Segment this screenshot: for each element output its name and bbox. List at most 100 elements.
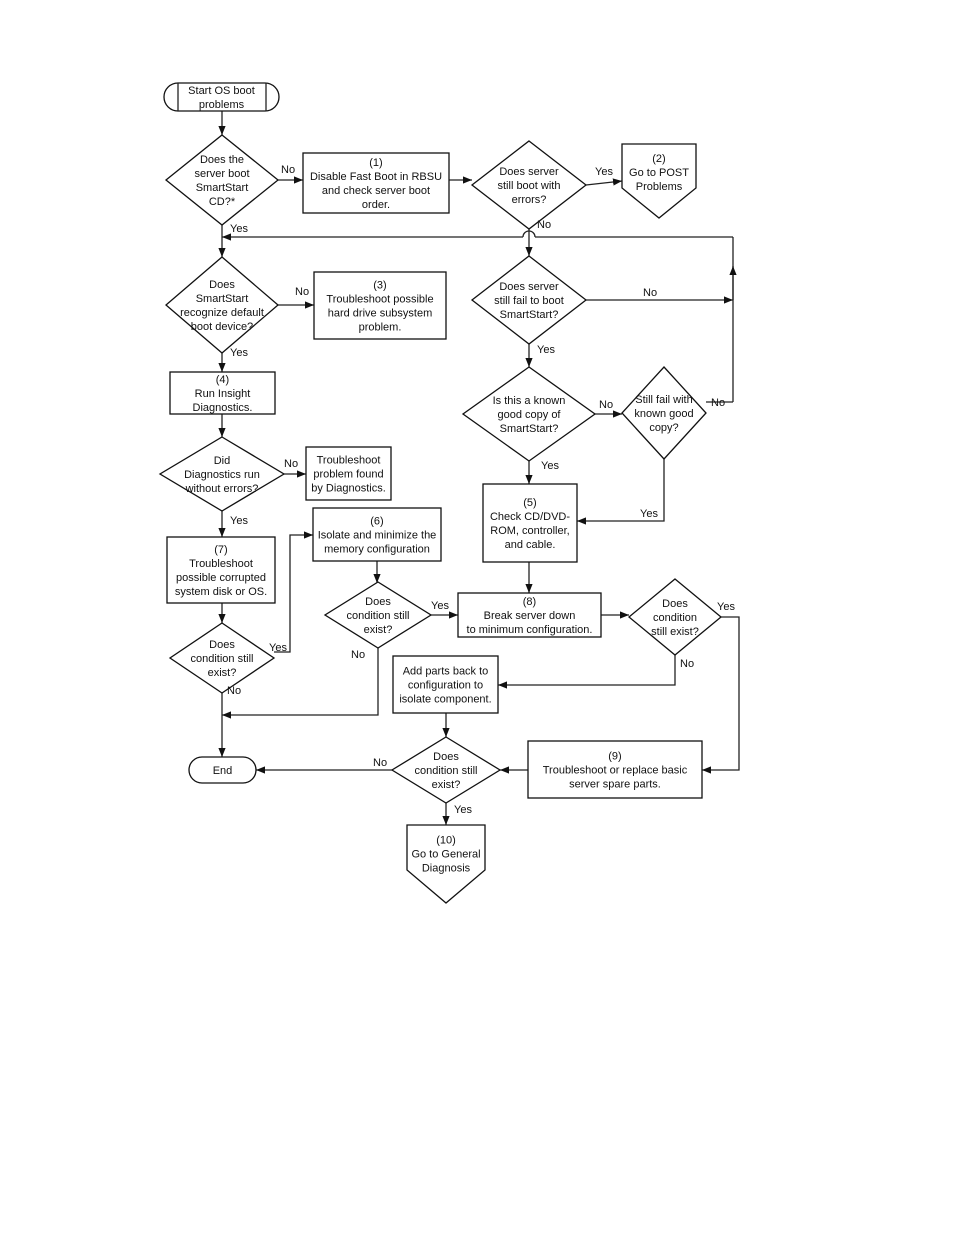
node-text-line: SmartStart? — [500, 423, 559, 435]
node-q-diag — [158, 436, 286, 512]
node-text-line: server boot — [194, 168, 249, 180]
node-step5 — [482, 483, 578, 563]
branch-label-no-fail-boot: No — [643, 287, 657, 299]
flow-arrow — [498, 655, 676, 689]
node-step1 — [302, 152, 450, 214]
terminator — [163, 82, 280, 112]
node-step9 — [527, 740, 703, 799]
node-text-line: problem found — [313, 469, 383, 481]
branch-label-yes-cond-min: Yes — [717, 601, 735, 613]
node-text-line: Add parts back to — [403, 666, 489, 678]
branch-label-yes-cond-os: Yes — [269, 642, 287, 654]
process-box — [482, 483, 578, 563]
node-add-parts — [392, 655, 499, 714]
node-text-line: CD?* — [209, 196, 236, 208]
node-text-line: Still fail with — [635, 394, 692, 406]
node-end — [188, 756, 257, 784]
node-q-recognize — [165, 256, 279, 354]
node-text-line: (7) — [214, 544, 227, 556]
node-text-line: Does the — [200, 154, 244, 166]
node-q-cond-min — [627, 578, 723, 656]
node-q-cond-final — [390, 736, 502, 804]
node-text-line: Troubleshoot — [189, 558, 253, 570]
decision-diamond — [390, 736, 502, 804]
flow-arrow — [274, 531, 313, 653]
node-text-line: Problems — [636, 181, 683, 193]
branch-label-no-cond-mem: No — [351, 649, 365, 661]
node-text-line: Check CD/DVD- — [490, 511, 570, 523]
node-text-line: Break server down — [484, 610, 576, 622]
branch-label-yes-still-fail: Yes — [640, 508, 658, 520]
node-text-line: problem. — [359, 322, 402, 334]
decision-diamond — [470, 255, 588, 345]
node-text-line: Does — [662, 598, 688, 610]
node-text-line: Run Insight — [195, 388, 251, 400]
node-text-line: still fail to boot — [494, 295, 564, 307]
branch-label-no-still-fail: No — [711, 397, 725, 409]
node-text-line: SmartStart? — [500, 309, 559, 321]
node-q-fail-boot — [470, 255, 588, 345]
node-text-line: known good — [634, 408, 693, 420]
process-box — [302, 152, 450, 214]
branch-label-no-boot-errors: No — [537, 219, 551, 231]
node-q-still-fail — [621, 366, 707, 460]
decision-diamond — [470, 140, 588, 230]
branch-label-no-cond-os: No — [227, 685, 241, 697]
node-step3 — [313, 271, 447, 340]
flow-arrow — [702, 616, 740, 774]
node-text-line: Did — [214, 455, 231, 467]
process-box — [457, 592, 602, 638]
node-text-line: memory configuration — [324, 544, 430, 556]
node-text-line: boot device? — [191, 321, 253, 333]
terminator — [188, 756, 257, 784]
flow-arrow — [585, 178, 623, 186]
node-text-line: Troubleshoot — [317, 455, 381, 467]
process-box — [169, 371, 276, 415]
node-text-line: SmartStart — [196, 182, 249, 194]
node-q-cond-mem — [323, 581, 433, 649]
node-text-line: Diagnosis — [422, 863, 471, 875]
node-text-line: Does — [209, 279, 235, 291]
node-text-line: recognize default — [180, 307, 264, 319]
node-text-line: (1) — [369, 157, 382, 169]
node-diag-problem — [305, 446, 392, 501]
process-box — [527, 740, 703, 799]
node-text-line: Troubleshoot or replace basic — [543, 765, 688, 777]
node-step2 — [621, 143, 697, 219]
branch-label-no-cond-min: No — [680, 658, 694, 670]
branch-label-yes-boot-cd: Yes — [230, 223, 248, 235]
node-text-line: configuration to — [408, 680, 483, 692]
branch-label-yes-cond-mem: Yes — [431, 600, 449, 612]
node-text-line: Does server — [499, 166, 559, 178]
branch-label-yes-known-good: Yes — [541, 460, 559, 472]
node-text-line: exist? — [432, 779, 461, 791]
node-start — [163, 82, 280, 112]
node-text-line: possible corrupted — [176, 572, 266, 584]
branch-label-no-boot-cd: No — [281, 164, 295, 176]
node-text-line: (5) — [523, 497, 536, 509]
node-text-line: still boot with — [498, 180, 561, 192]
node-text-line: order. — [362, 199, 390, 211]
node-step6 — [312, 507, 442, 562]
node-text-line: to minimum configuration. — [467, 624, 593, 636]
node-text-line: by Diagnostics. — [311, 483, 386, 495]
decision-diamond — [461, 366, 597, 462]
process-box — [313, 271, 447, 340]
node-text-line: (6) — [370, 516, 383, 528]
node-text-line: copy? — [649, 422, 678, 434]
decision-diamond — [168, 622, 276, 694]
process-box — [166, 536, 276, 604]
process-box — [392, 655, 499, 714]
decision-diamond — [621, 366, 707, 460]
node-text-line: Troubleshoot possible — [326, 294, 433, 306]
node-text-line: (10) — [436, 835, 456, 847]
node-text-line: condition still — [347, 610, 410, 622]
node-text-line: exist? — [364, 624, 393, 636]
decision-diamond — [165, 256, 279, 354]
line-hop — [522, 230, 536, 238]
node-text-line: Does — [209, 639, 235, 651]
branch-label-yes-fail-boot: Yes — [537, 344, 555, 356]
branch-label-no-known-good: No — [599, 399, 613, 411]
decision-diamond — [164, 134, 280, 226]
